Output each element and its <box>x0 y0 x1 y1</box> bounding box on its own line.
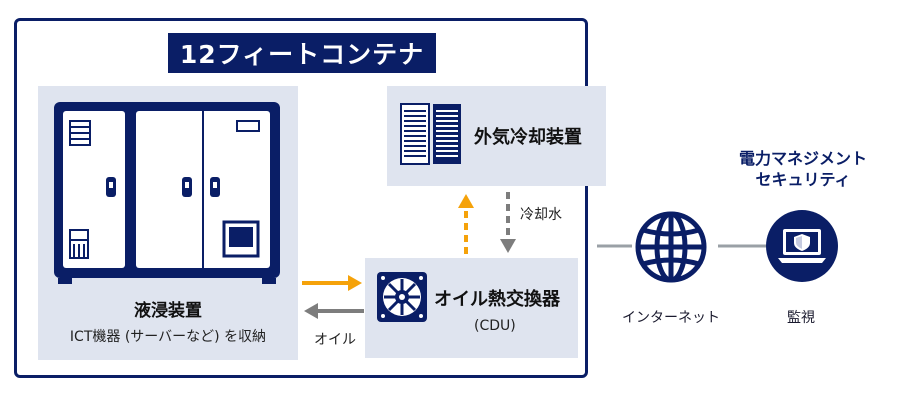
cooling-water-label: 冷却水 <box>520 207 562 223</box>
immersion-tank-icon <box>54 102 280 284</box>
orange-arrow-right <box>302 275 362 291</box>
service-line-2: セキュリティ <box>755 170 851 189</box>
globe-icon <box>634 210 708 284</box>
service-line-1: 電力マネジメント <box>738 149 867 168</box>
monitoring-label: 監視 <box>787 310 815 326</box>
immersion-subtitle: ICT機器 (サーバーなど) を収納 <box>69 329 267 345</box>
oil-label: オイル <box>314 332 356 348</box>
cooler-label: 外気冷却装置 <box>474 127 582 148</box>
cdu-subtitle: (CDU) <box>474 318 516 334</box>
gray-arrow-left <box>304 303 364 319</box>
fan-icon <box>377 272 427 322</box>
immersion-title: 液浸装置 <box>134 301 202 321</box>
laptop-shield-icon <box>765 209 839 283</box>
internet-label: インターネット <box>622 310 720 326</box>
monitoring-service-label: 電力マネジメント セキュリティ <box>738 148 868 190</box>
gray-arrow-down <box>500 192 516 253</box>
cdu-title: オイル熱交換器 <box>434 289 560 310</box>
container-title: 12フィートコンテナ <box>168 33 436 73</box>
orange-arrow-up <box>458 194 474 254</box>
server-rack-icon <box>400 103 462 165</box>
